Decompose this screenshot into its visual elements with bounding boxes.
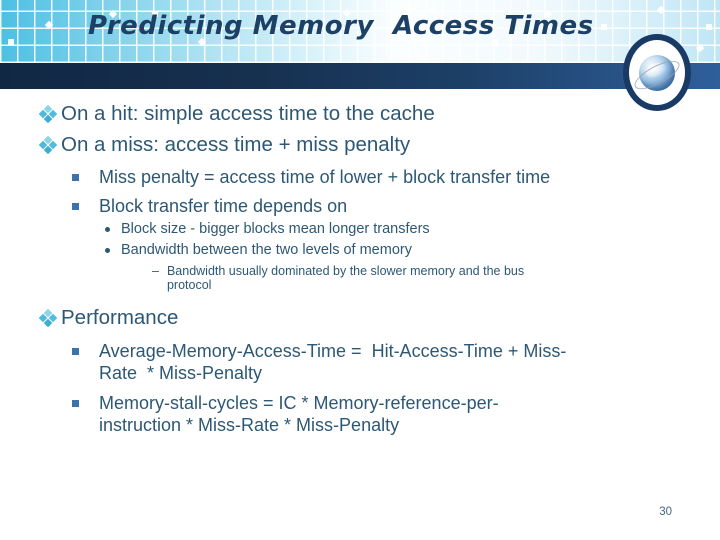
slide-title: Predicting Memory Access Times [88,10,594,41]
bullet-text: On a miss: access time + miss penalty [61,133,411,156]
bullet-item-level3: Bandwidth between the two levels of memo… [40,240,680,261]
diamond-cluster-bullet-icon [38,104,58,124]
bullet-text: On a hit: simple access time to the cach… [61,102,435,125]
bullet-item-level4: – Bandwidth usually dominated by the slo… [40,264,680,292]
globe-orbit-ring [630,54,684,95]
bullet-item-level3: Block size - bigger blocks mean longer t… [40,219,680,240]
bullet-text: Bandwidth between the two levels of memo… [121,242,412,258]
globe-logo-icon [623,34,691,111]
header-divider-bar [0,63,720,89]
grid-dot [656,5,666,15]
dash-bullet-icon: – [152,264,159,278]
slide-body: On a hit: simple access time to the cach… [38,99,680,445]
bullet-item-level1: Performance [38,303,680,333]
grid-dot [695,43,705,53]
bullet-item-level1: On a miss: access time + miss penalty [38,130,680,160]
grid-dot [44,20,54,30]
square-bullet-icon [72,400,79,407]
bullet-text: Performance [61,306,179,329]
bullet-item-level2: Average-Memory-Access-Time = Hit-Access-… [40,341,680,384]
bullet-item-level2: Miss penalty = access time of lower + bl… [40,167,680,189]
diamond-cluster-bullet-icon [38,308,58,328]
bullet-text: Average-Memory-Access-Time = Hit-Access-… [99,341,567,383]
grid-dot [282,22,288,28]
header-grid-pattern [0,0,720,63]
bullet-text: Block transfer time depends on [99,195,348,216]
bullet-item-level2: Block transfer time depends on [40,196,680,218]
bullet-text: Miss penalty = access time of lower + bl… [99,167,551,187]
grid-dot [706,24,712,30]
square-bullet-icon [72,174,79,181]
grid-dot [152,11,158,17]
bullet-item-level2: Memory-stall-cycles = IC * Memory-refere… [40,393,680,436]
bullet-text: Memory-stall-cycles = IC * Memory-refere… [99,393,499,435]
bullet-item-level1: On a hit: simple access time to the cach… [38,99,680,129]
bullet-text: Bandwidth usually dominated by the slowe… [166,264,528,292]
square-bullet-icon [72,348,79,355]
bullet-text: Block size - bigger blocks mean longer t… [121,221,430,237]
header-grid-band: Predicting Memory Access Times [0,0,720,63]
grid-dot [492,39,498,45]
slide-page-number: 30 [659,506,672,518]
grid-dot [8,39,14,45]
globe-sphere [630,54,684,95]
square-bullet-icon [72,202,79,210]
grid-dot [601,24,607,30]
round-bullet-icon [105,227,110,232]
round-bullet-icon [105,248,110,253]
diamond-cluster-bullet-icon [38,135,58,155]
